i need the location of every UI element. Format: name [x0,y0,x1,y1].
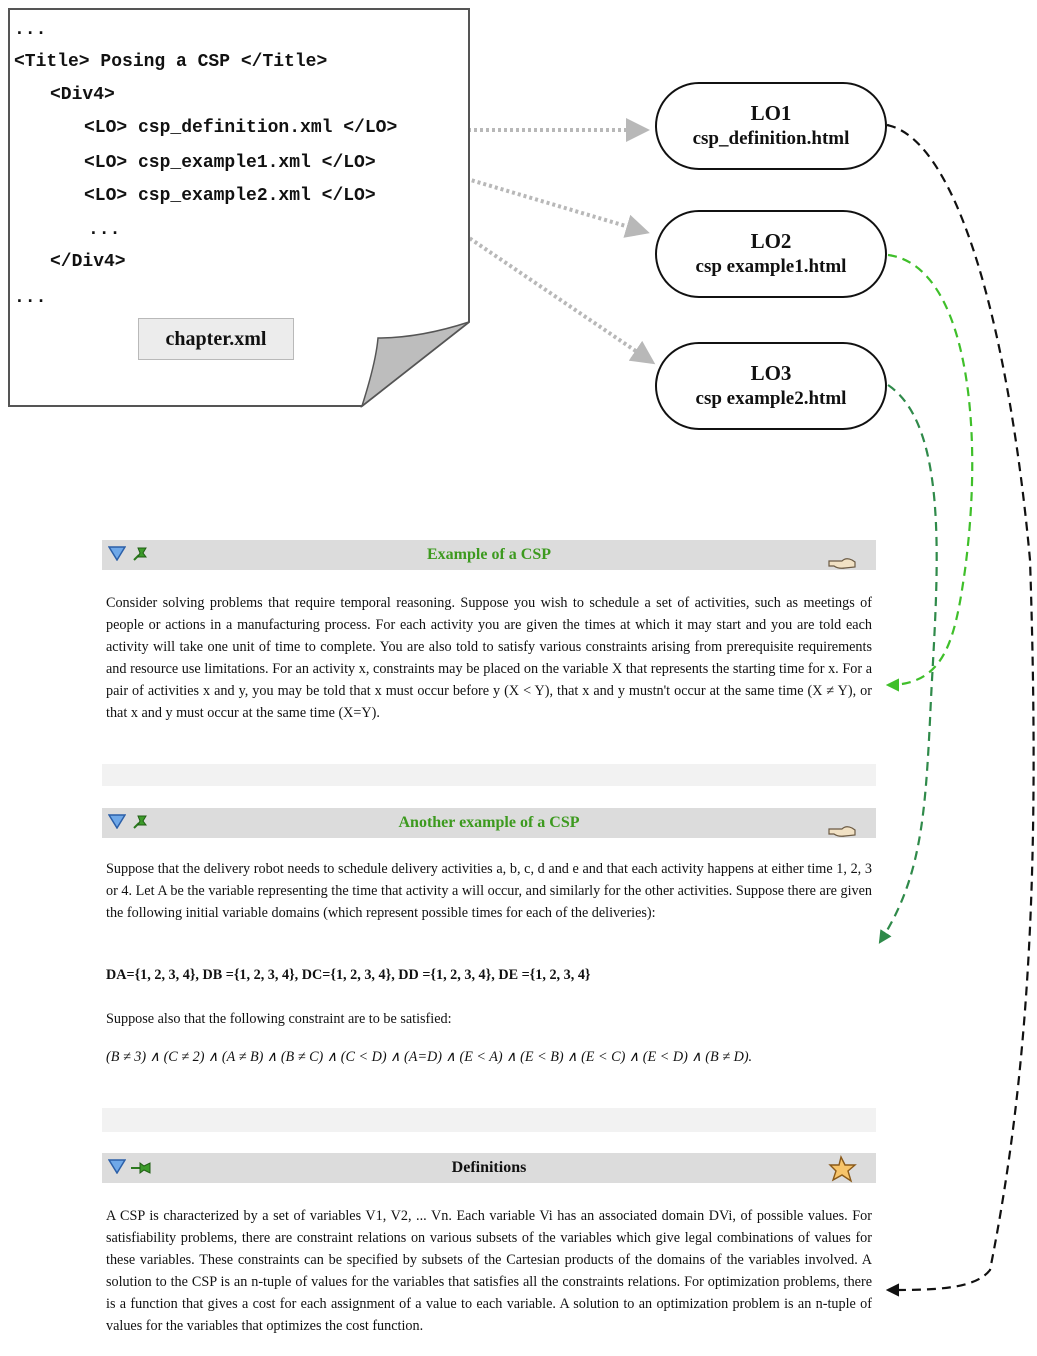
xml-line-lo-example2: <LO> csp_example2.xml </LO> [84,186,376,206]
panel-paragraph: Consider solving problems that require t… [106,595,872,721]
pin-icon[interactable] [130,1161,152,1175]
xml-line-title: <Title> Posing a CSP </Title> [14,52,328,72]
lo-bubble-file: csp example1.html [695,256,847,277]
panel-title: Definitions [451,1159,527,1176]
collapse-triangle-icon[interactable] [108,1158,126,1174]
xml-line-ellipsis-top: ... [14,20,47,40]
panel-paragraph: Suppose that the delivery robot needs to… [106,861,872,921]
lo-bubble-file: csp example2.html [695,388,847,409]
panel-header: Definitions [102,1153,876,1183]
filename-label: chapter.xml [138,318,294,360]
panel-title: Example of a CSP [427,546,551,563]
lo-bubble-2[interactable]: LO2 csp example1.html [655,210,887,298]
lo-bubble-1[interactable]: LO1 csp_definition.html [655,82,887,170]
xml-line-div4-open: <Div4> [50,85,115,105]
xml-line-ellipsis-inner: ... [88,220,121,240]
collapse-triangle-icon[interactable] [108,545,126,561]
mapping-arrow-lo3 [423,206,656,365]
link-arrow-lo1-definitions [885,123,1035,1297]
xml-line-div4-close: </Div4> [50,252,126,272]
panel-paragraph: Suppose also that the following constrai… [106,1011,452,1027]
star-icon[interactable] [828,1155,858,1183]
panel-body: Consider solving problems that require t… [102,570,876,764]
lo-bubble-id: LO1 [750,101,792,125]
panel-example2: Another example of a CSP Suppose that th… [102,808,876,1132]
xml-line-lo-definition: <LO> csp_definition.xml </LO> [84,118,398,138]
lo-bubble-file: csp_definition.html [692,128,850,149]
hand-icon[interactable] [828,824,856,838]
hand-icon[interactable] [828,556,856,570]
constraint-expression: (B ≠ 3) ∧ (C ≠ 2) ∧ (A ≠ B) ∧ (B ≠ C) ∧ … [106,1049,753,1065]
xml-line-lo-example1: <LO> csp_example1.xml </LO> [84,153,376,173]
link-arrow-lo2-example1 [885,253,974,692]
pin-icon[interactable] [130,545,150,563]
pin-icon[interactable] [130,813,150,831]
panel-example1: Example of a CSP Consider solving proble… [102,540,876,786]
lo-bubble-id: LO3 [750,361,792,385]
lo-bubble-id: LO2 [750,229,792,253]
panel-body: A CSP is characterized by a set of varia… [102,1183,876,1356]
collapse-triangle-icon[interactable] [108,813,126,829]
panel-header: Another example of a CSP [102,808,876,838]
panel-definitions: Definitions A CSP is characterized by a … [102,1153,876,1356]
lo-bubble-3[interactable]: LO3 csp example2.html [655,342,887,430]
link-arrow-lo3-example2 [878,384,938,944]
panel-paragraph: A CSP is characterized by a set of varia… [106,1208,872,1334]
panel-title: Another example of a CSP [398,814,580,831]
panel-header: Example of a CSP [102,540,876,570]
domain-list: DA={1, 2, 3, 4}, DB ={1, 2, 3, 4}, DC={1… [106,967,591,983]
xml-line-ellipsis-bottom: ... [14,288,47,308]
panel-body: Suppose that the delivery robot needs to… [102,838,876,1108]
